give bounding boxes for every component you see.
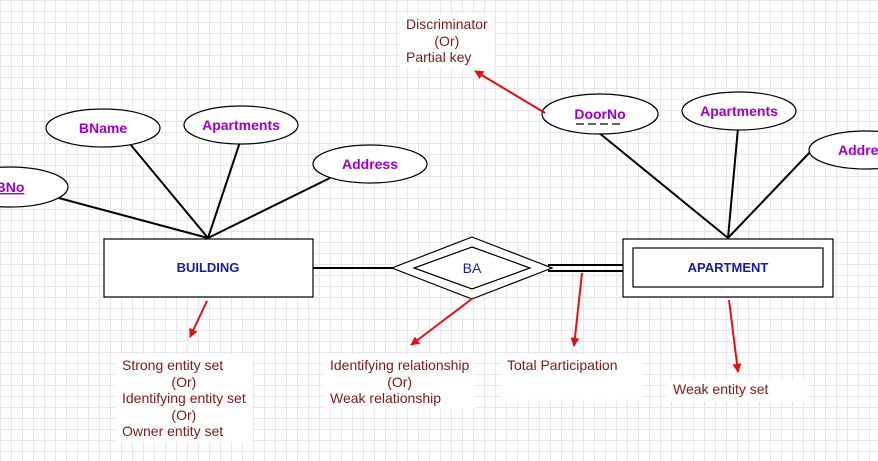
ba-diamond-inner xyxy=(412,246,532,290)
doorno-ellipse xyxy=(541,93,659,135)
line-bname xyxy=(129,143,209,239)
line-building-apartments xyxy=(207,141,241,239)
strong-entity-line-1: Strong entity set xyxy=(122,357,224,373)
arrow-weak-entity xyxy=(728,299,742,373)
strong-entity-line-3: Identifying entity set xyxy=(122,390,246,406)
discriminator-line-3: Partial key xyxy=(406,49,472,65)
apartment-address-ellipse xyxy=(808,130,878,170)
total-participation-note: Total Participation xyxy=(501,355,643,399)
strong-entity-note: Strong entity set (Or) Identifying entit… xyxy=(116,355,252,442)
building-label: BUILDING xyxy=(177,260,240,275)
identifying-relationship-line-3: Weak relationship xyxy=(330,390,442,406)
discriminator-note: Discriminator (Or) Partial key xyxy=(400,14,494,68)
arrow-discriminator xyxy=(474,70,546,114)
bno-label: BNo xyxy=(0,179,24,195)
discriminator-line-1: Discriminator xyxy=(406,16,488,32)
arrow-total-participation xyxy=(570,272,583,347)
apartment-label: APARTMENT xyxy=(688,260,769,275)
annotation-arrows xyxy=(189,70,742,373)
strong-entity-line-2: (Or) xyxy=(171,373,197,390)
apartment-apartments-ellipse xyxy=(681,91,797,131)
line-doorno xyxy=(597,131,729,239)
identifying-relationship-note: Identifying relationship (Or) Weak relat… xyxy=(324,355,476,409)
total-participation-label: Total Participation xyxy=(507,357,618,373)
apartment-attribute-lines xyxy=(597,127,813,239)
building-address-ellipse xyxy=(312,144,428,184)
line-building-address xyxy=(207,177,331,239)
bno-ellipse xyxy=(0,166,69,208)
ba-label: BA xyxy=(463,260,482,276)
weak-entity-label: Weak entity set xyxy=(673,381,769,397)
strong-entity-line-4: (Or) xyxy=(171,406,197,423)
building-apartments-label: Apartments xyxy=(202,117,280,133)
line-apartment-address xyxy=(727,149,813,239)
building-attribute-lines xyxy=(54,141,331,239)
identifying-relationship-line-2: (Or) xyxy=(387,373,413,390)
arrow-strong-entity xyxy=(189,300,208,338)
bname-ellipse xyxy=(45,108,161,148)
line-bno xyxy=(54,196,209,239)
strong-entity-line-5: Owner entity set xyxy=(122,423,224,439)
weak-entity-note: Weak entity set xyxy=(667,379,807,401)
building-address-label: Address xyxy=(342,156,398,172)
apartment-entity-inner-box xyxy=(632,247,824,288)
building-apartments-ellipse xyxy=(183,105,299,145)
discriminator-line-2: (Or) xyxy=(434,32,460,49)
apartment-address-label: Address xyxy=(838,142,878,158)
identifying-relationship-line-1: Identifying relationship xyxy=(330,357,470,373)
line-apartment-apartments xyxy=(727,127,739,239)
doorno-label: DoorNo xyxy=(574,106,625,122)
building-entity-box xyxy=(103,238,314,298)
apartment-apartments-label: Apartments xyxy=(700,103,778,119)
arrow-identifying-relationship xyxy=(410,297,474,346)
bname-label: BName xyxy=(79,120,127,136)
